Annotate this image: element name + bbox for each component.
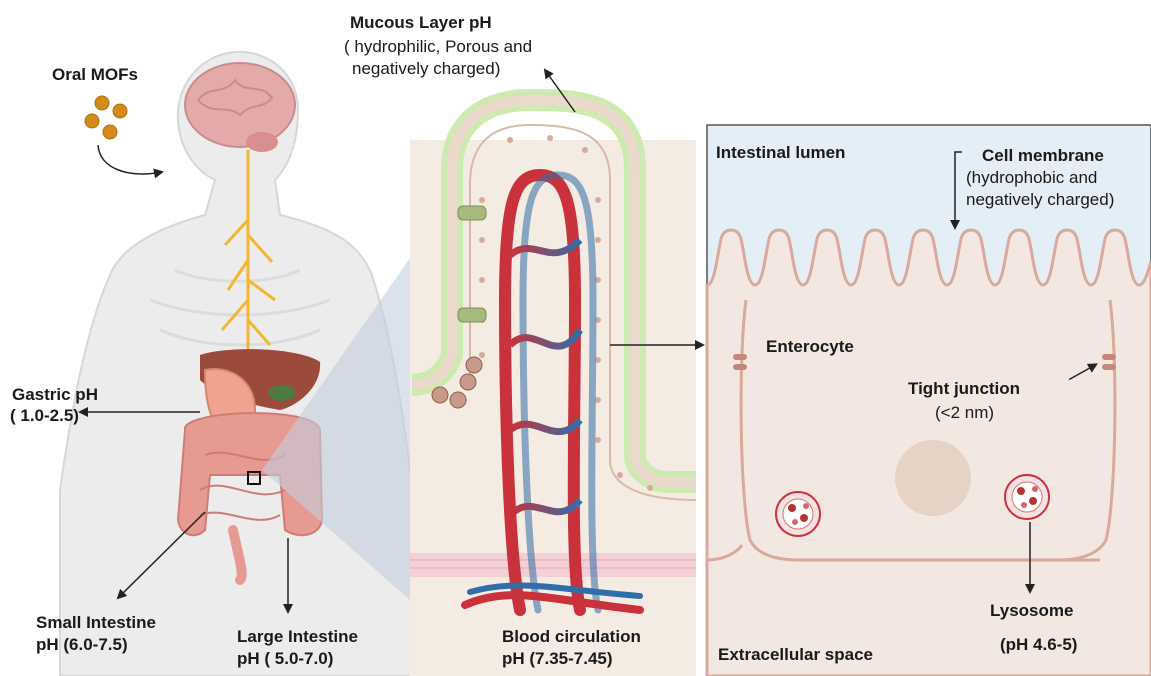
mof-particles: [85, 96, 127, 139]
mucous-title: Mucous Layer pH: [350, 12, 492, 33]
enterocyte-label: Enterocyte: [766, 336, 854, 357]
small-intestine-value: pH (6.0-7.5): [36, 634, 128, 655]
mucous-line-1: ( hydrophilic, Porous and: [344, 36, 532, 57]
goblet-cell: [458, 206, 486, 220]
goblet-cell: [458, 308, 486, 322]
cell-membrane-title: Cell membrane: [982, 145, 1104, 166]
lysosome-ph: (pH 4.6-5): [1000, 634, 1077, 655]
cell-membrane-line-1: (hydrophobic and: [966, 167, 1097, 188]
tight-junction-label: Tight junction: [908, 378, 1020, 399]
extracellular-label: Extracellular space: [718, 644, 873, 665]
mucous-line-2: negatively charged): [352, 58, 500, 79]
nucleus: [895, 440, 971, 516]
villus-panel: [410, 100, 696, 676]
lysosome-label: Lysosome: [990, 600, 1073, 621]
blood-value: pH (7.35-7.45): [502, 648, 613, 669]
large-intestine-value: pH ( 5.0-7.0): [237, 648, 333, 669]
gastric-value: ( 1.0-2.5): [10, 405, 79, 426]
lumen-label: Intestinal lumen: [716, 142, 845, 163]
large-intestine-title: Large Intestine: [237, 626, 358, 647]
tight-junction-size: (<2 nm): [935, 402, 994, 423]
blood-title: Blood circulation: [502, 626, 641, 647]
lysosome-right: [1005, 475, 1049, 519]
ingestion-arrow: [98, 145, 162, 174]
lysosome-left: [776, 492, 820, 536]
gastric-title: Gastric pH: [12, 384, 98, 405]
cell-membrane-line-2: negatively charged): [966, 189, 1114, 210]
oral-mofs-label: Oral MOFs: [52, 64, 138, 85]
small-intestine-title: Small Intestine: [36, 612, 156, 633]
